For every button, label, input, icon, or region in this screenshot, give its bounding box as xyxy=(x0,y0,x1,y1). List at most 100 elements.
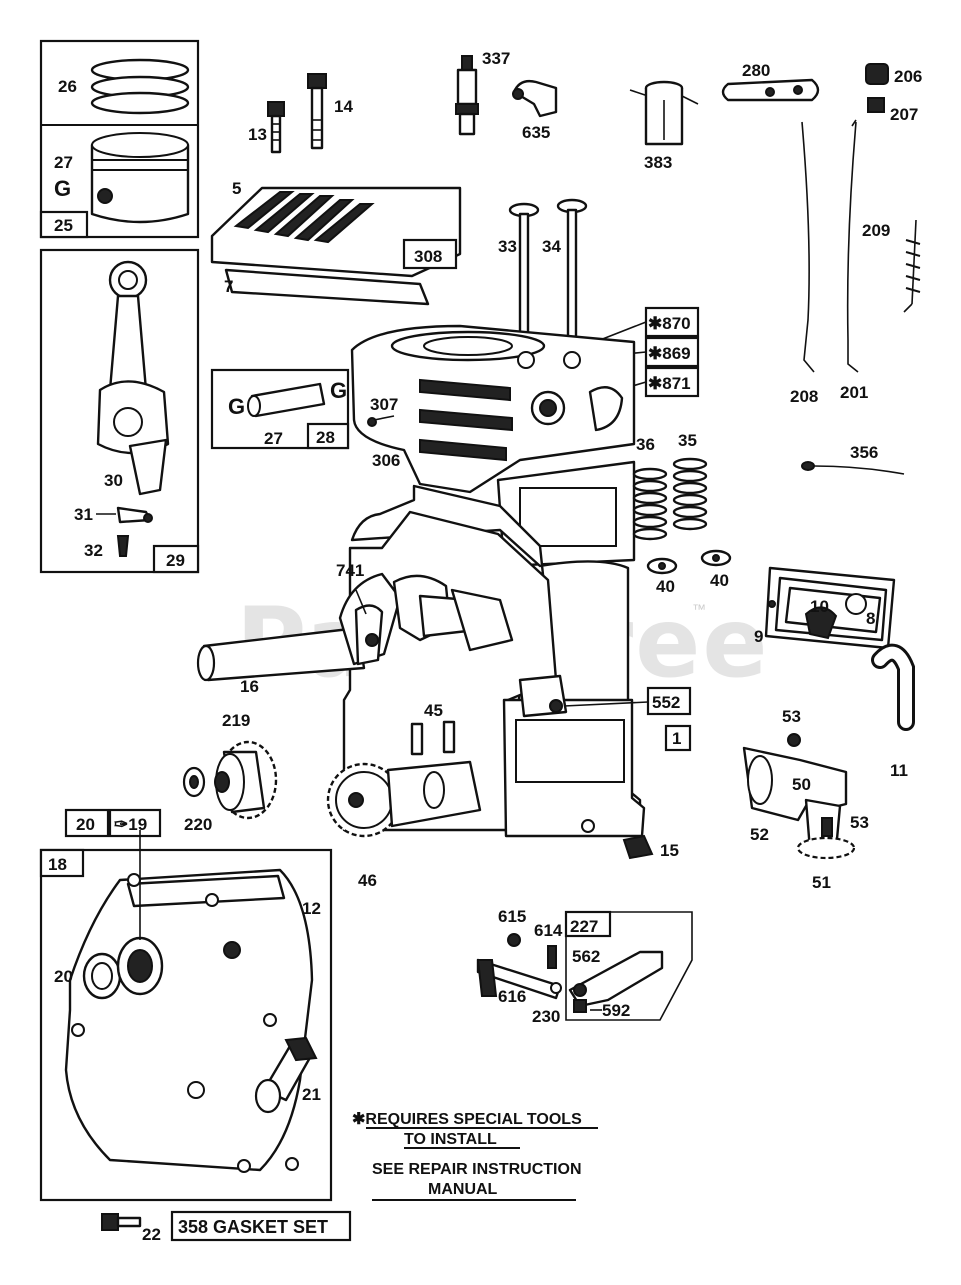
label-552: 552 xyxy=(652,693,680,712)
label-31: 31 xyxy=(74,505,93,524)
label-201: 201 xyxy=(840,383,868,402)
adjusting-screw-icon xyxy=(865,63,889,113)
label-27-g-c: G xyxy=(330,378,347,403)
label-32: 32 xyxy=(84,541,103,560)
cylinder-block-icon xyxy=(342,324,646,838)
label-34: 34 xyxy=(542,237,561,256)
drain-plug-icon xyxy=(622,834,654,860)
label-207: 207 xyxy=(890,105,918,124)
label-18: 18 xyxy=(48,855,67,874)
label-592: 592 xyxy=(602,1001,630,1020)
head-bolt-icon xyxy=(267,73,327,154)
label-11: 11 xyxy=(890,761,908,780)
piston-box xyxy=(39,39,200,239)
label-208: 208 xyxy=(790,387,818,406)
label-53b: 53 xyxy=(850,813,869,832)
label-46: 46 xyxy=(358,871,377,890)
label-40b: 40 xyxy=(710,571,729,590)
label-206: 206 xyxy=(894,67,922,86)
label-19: ✑19 xyxy=(114,815,147,834)
label-27b: 27 xyxy=(264,429,283,448)
breather-icon xyxy=(764,566,896,650)
label-615: 615 xyxy=(498,907,526,926)
label-230: 230 xyxy=(532,1007,560,1026)
note-line-1: ✱REQUIRES SPECIAL TOOLS xyxy=(352,1111,582,1128)
label-40a: 40 xyxy=(656,577,675,596)
spark-plug-icon xyxy=(455,55,479,136)
valve-icon xyxy=(508,198,588,342)
label-10: 10 xyxy=(810,597,829,616)
label-8: 8 xyxy=(866,609,875,628)
label-53a: 53 xyxy=(782,707,801,726)
crankcase-cover-box xyxy=(39,830,333,1202)
label-12: 12 xyxy=(302,899,321,918)
label-307: 307 xyxy=(370,395,398,414)
label-635: 635 xyxy=(522,123,550,142)
label-28: 28 xyxy=(316,428,335,447)
special-tools-note: ✱REQUIRES SPECIAL TOOLS TO INSTALL SEE R… xyxy=(352,1111,598,1201)
label-16: 16 xyxy=(240,677,259,696)
label-25: 25 xyxy=(54,216,73,235)
label-26: 26 xyxy=(58,77,77,96)
note-line-3: SEE REPAIR INSTRUCTION xyxy=(372,1161,582,1178)
label-308: 308 xyxy=(414,247,442,266)
label-280: 280 xyxy=(742,61,770,80)
governor-link-icon xyxy=(721,78,820,102)
camshaft-icon xyxy=(326,760,482,838)
label-356: 356 xyxy=(850,443,878,462)
label-227: 227 xyxy=(570,917,598,936)
label-51: 51 xyxy=(812,873,831,892)
spark-plug-boot-icon xyxy=(512,79,558,118)
label-614: 614 xyxy=(534,921,563,940)
tappet-icon xyxy=(410,720,456,756)
crankshaft-icon xyxy=(196,572,514,682)
label-27-g: G xyxy=(54,176,71,201)
gasket-set-label: 358 GASKET SET xyxy=(178,1217,328,1237)
label-35: 35 xyxy=(678,431,697,450)
governor-spring-icon xyxy=(801,119,921,373)
valve-spring-compressor-icon xyxy=(629,80,699,146)
trademark: ™ xyxy=(692,601,706,617)
label-219: 219 xyxy=(222,711,250,730)
label-13: 13 xyxy=(248,125,267,144)
cover-bolt-icon xyxy=(101,1213,142,1231)
label-20a: 20 xyxy=(76,815,95,834)
label-871: ✱871 xyxy=(648,374,691,393)
label-52: 52 xyxy=(750,825,769,844)
label-7: 7 xyxy=(224,277,233,296)
label-5: 5 xyxy=(232,179,241,198)
label-30: 30 xyxy=(104,471,123,490)
label-15: 15 xyxy=(660,841,679,860)
label-36: 36 xyxy=(636,435,655,454)
cylinder-head-icon xyxy=(210,186,462,306)
wrist-pin-box xyxy=(210,368,350,450)
label-9: 9 xyxy=(754,627,763,646)
label-1: 1 xyxy=(672,729,681,748)
label-306: 306 xyxy=(372,451,400,470)
label-21: 21 xyxy=(302,1085,321,1104)
label-50: 50 xyxy=(792,775,811,794)
label-33: 33 xyxy=(498,237,517,256)
intake-elbow-icon xyxy=(742,733,856,860)
label-870: ✱870 xyxy=(648,314,691,333)
label-27a: 27 xyxy=(54,153,73,172)
connecting-rod-box xyxy=(39,248,200,574)
label-337: 337 xyxy=(482,49,510,68)
note-line-4: MANUAL xyxy=(428,1181,498,1198)
label-869: ✱869 xyxy=(648,344,691,363)
label-616: 616 xyxy=(498,987,526,1006)
label-562: 562 xyxy=(572,947,600,966)
governor-lever-icon xyxy=(476,910,693,1021)
spring-link-icon xyxy=(801,461,905,475)
label-741: 741 xyxy=(336,561,364,580)
label-209: 209 xyxy=(862,221,890,240)
label-20b: 20 xyxy=(54,967,73,986)
label-29: 29 xyxy=(166,551,185,570)
note-line-2: TO INSTALL xyxy=(404,1131,497,1148)
governor-gear-icon xyxy=(182,740,278,820)
gasket-set-box xyxy=(170,1210,352,1242)
label-27-g-b: G xyxy=(228,394,245,419)
valve-spring-icon xyxy=(632,457,732,575)
label-14: 14 xyxy=(334,97,353,116)
